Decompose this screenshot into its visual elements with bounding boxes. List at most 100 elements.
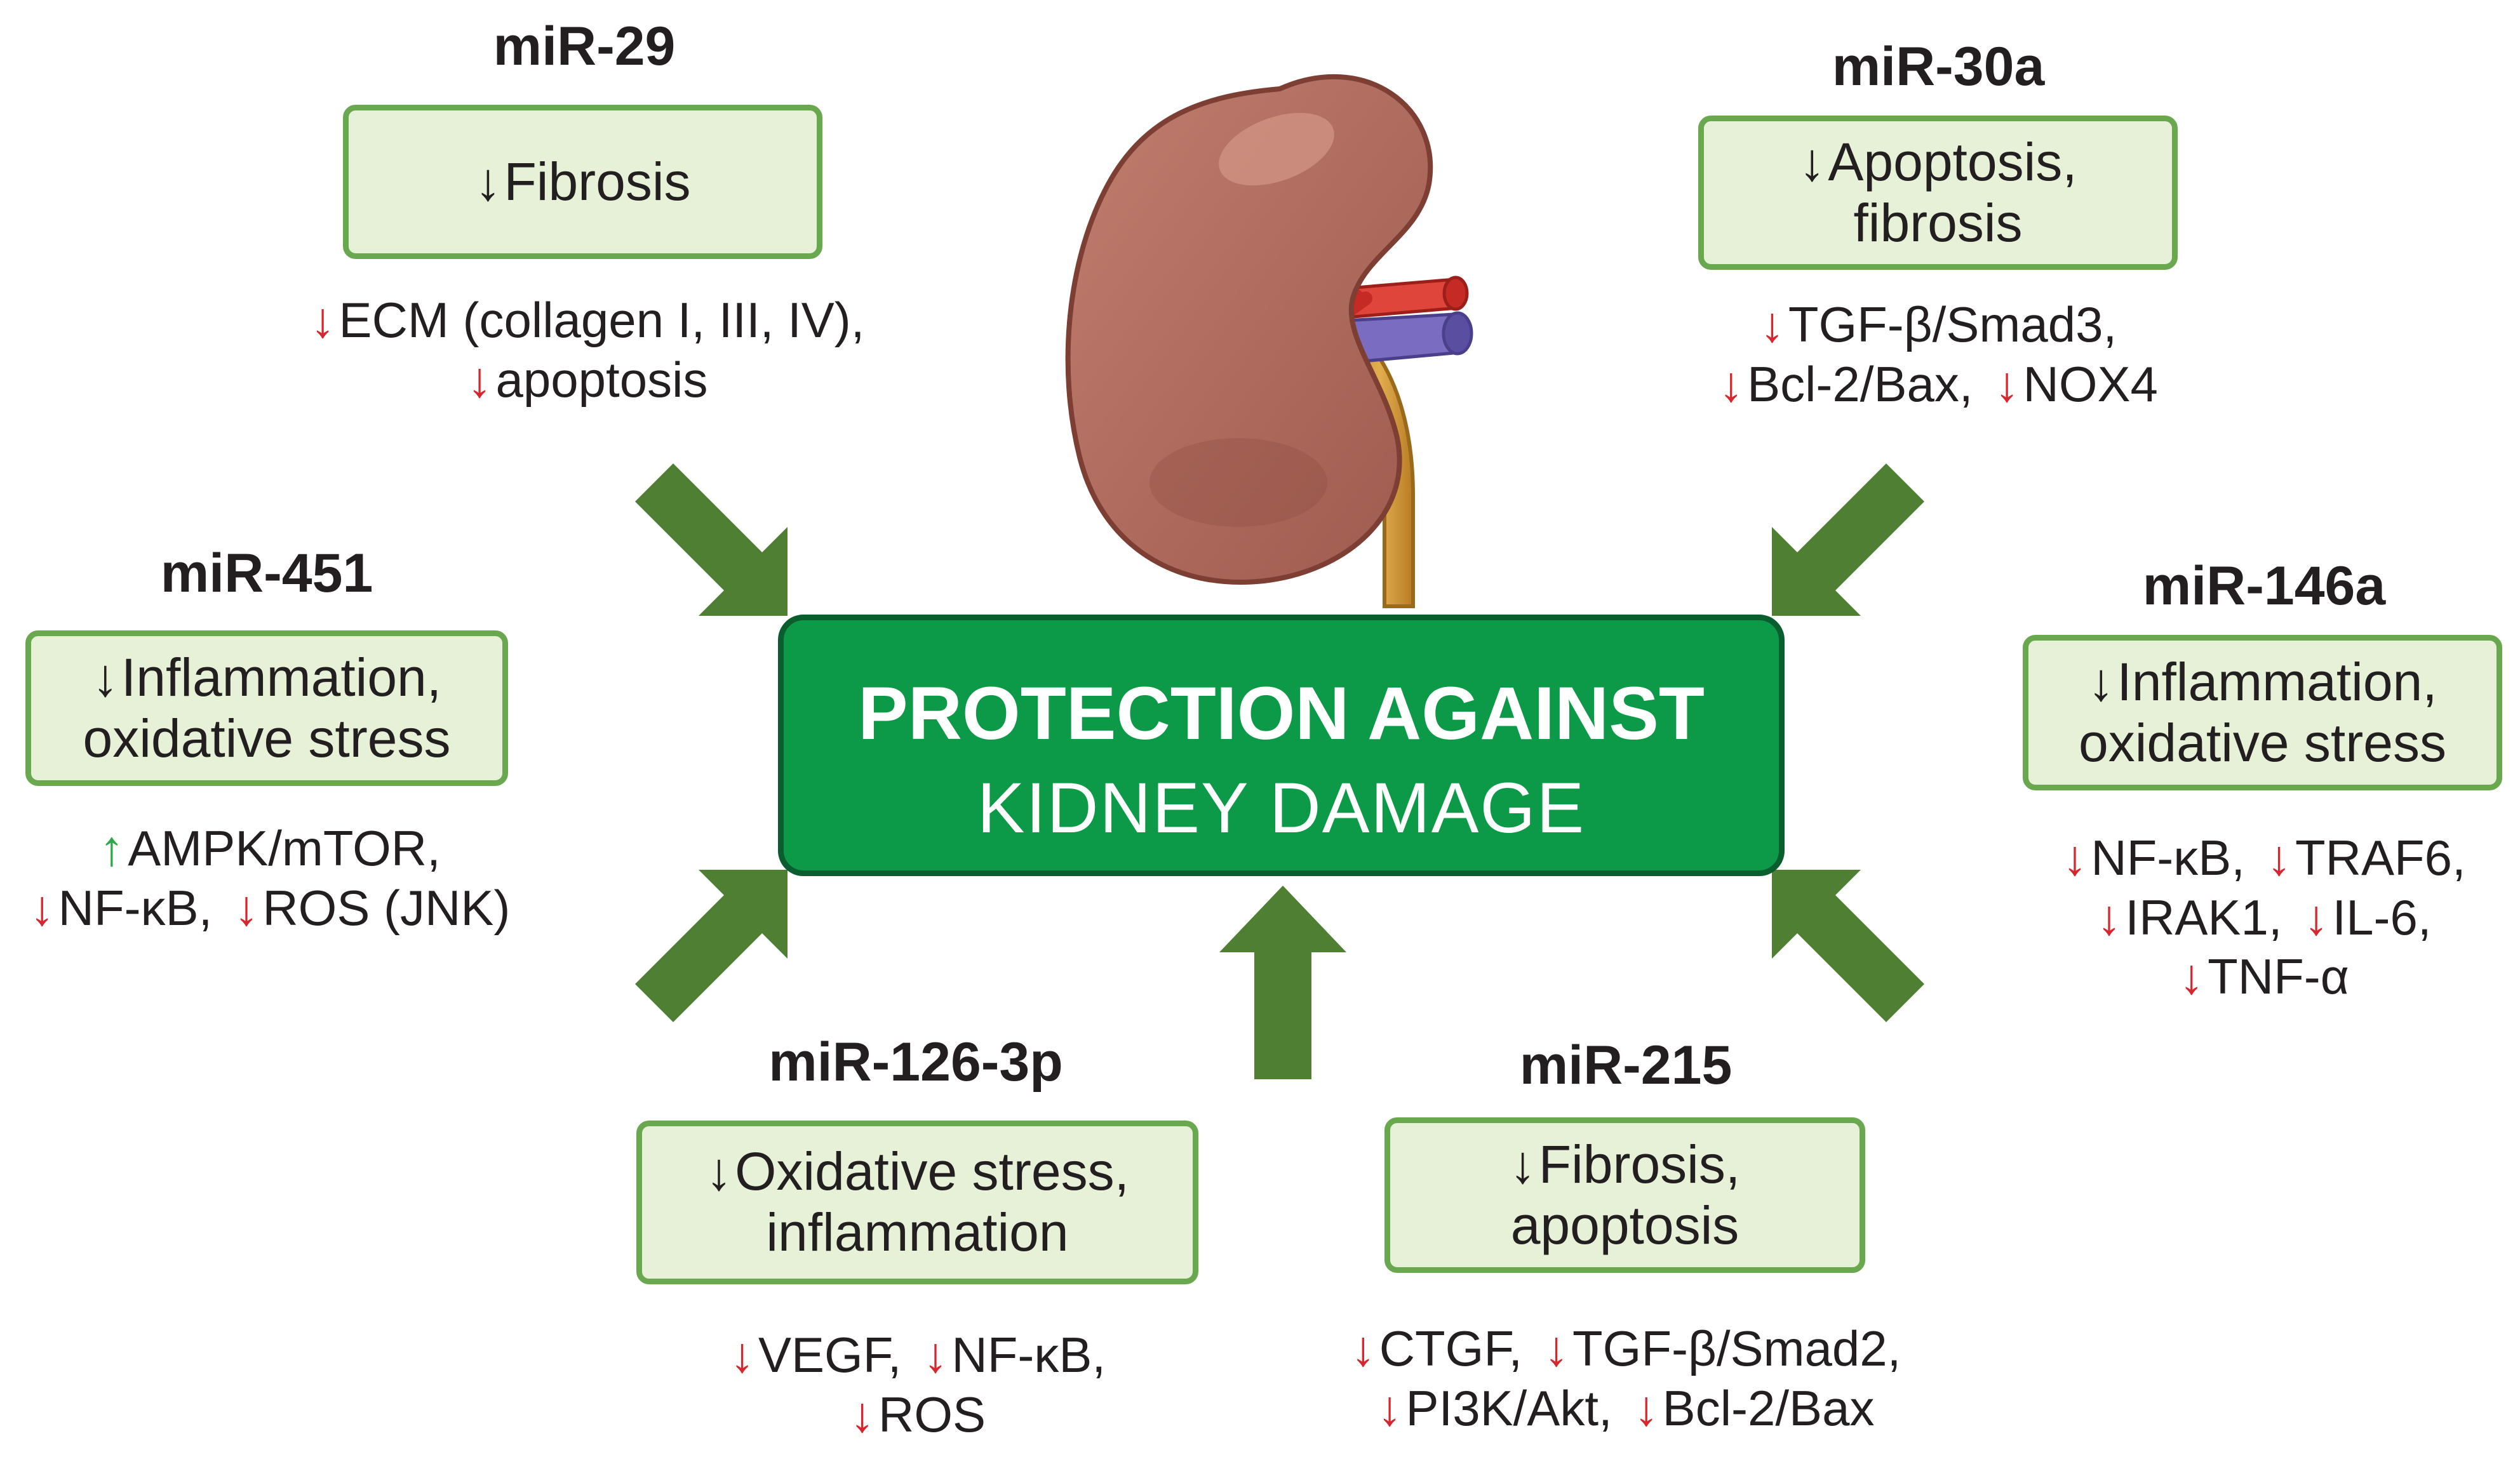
mir146a-effect-box: ↓Inflammation,oxidative stress [2023, 635, 2502, 790]
effect-text: oxidative stress [2079, 712, 2446, 773]
down-arrow-icon: ↓ [2088, 651, 2115, 712]
mir215-mechanisms: ↓CTGF,↓TGF-β/Smad2,↓PI3K/Akt,↓Bcl-2/Bax [1351, 1319, 1901, 1438]
mechanism-item: ↓ROS [850, 1385, 986, 1445]
down-arrow-icon: ↓ [310, 292, 335, 348]
mir215-title: miR-215 [1519, 1035, 1733, 1096]
mechanism-text: TNF-α [2208, 948, 2349, 1005]
mechanism-text: IL-6, [2332, 889, 2432, 945]
mechanism-item: ↓NOX4 [1995, 355, 2158, 415]
protection-title: PROTECTION AGAINST [858, 672, 1705, 755]
effect-text: inflammation [766, 1202, 1069, 1262]
down-arrow-icon: ↓ [2179, 948, 2204, 1005]
effect-text: Inflammation, [2117, 651, 2437, 712]
down-arrow-icon: ↓ [729, 1327, 754, 1383]
mir215-effect-box: ↓Fibrosis,apoptosis [1384, 1117, 1865, 1273]
down-arrow-icon: ↓ [1509, 1134, 1536, 1194]
down-arrow-icon: ↓ [2096, 889, 2122, 945]
mechanism-item: ↓ECM (collagen I, III, IV), [311, 291, 865, 350]
mechanism-item: ↓ROS (JNK) [234, 879, 510, 938]
mir146a-effect: ↓Inflammation,oxidative stress [2079, 652, 2446, 774]
mir29-effect-box: ↓Fibrosis [343, 105, 822, 259]
kidney-icon [1065, 74, 1473, 608]
mechanism-text: NF-κB, [951, 1327, 1106, 1383]
mir451-mechanisms: ↑AMPK/mTOR,↓NF-κB,↓ROS (JNK) [30, 819, 511, 938]
mechanism-line: ↓NF-κB,↓ROS (JNK) [30, 879, 511, 938]
mechanism-item: ↓CTGF, [1351, 1319, 1522, 1379]
effect-text: fibrosis [1853, 192, 2023, 253]
down-arrow-icon: ↓ [923, 1327, 948, 1383]
mir30a-title: miR-30a [1832, 36, 2045, 97]
mechanism-text: Bcl-2/Bax, [1747, 356, 1973, 412]
arrow-bottom-center [1219, 886, 1346, 1079]
effect-text: Fibrosis [504, 151, 691, 211]
mechanism-item: ↓TNF-α [2179, 947, 2349, 1007]
mechanism-item: ↓TGF-β/Smad2, [1544, 1319, 1901, 1379]
down-arrow-icon: ↓ [1759, 296, 1785, 352]
down-arrow-icon: ↓ [1994, 356, 2020, 412]
mechanism-text: PI3K/Akt, [1405, 1380, 1612, 1436]
mir215-effect: ↓Fibrosis,apoptosis [1510, 1135, 1740, 1256]
mir126-effect-box: ↓Oxidative stress,inflammation [636, 1121, 1198, 1284]
mir29-mechanisms: ↓ECM (collagen I, III, IV),↓apoptosis [311, 291, 865, 409]
mir126-mechanisms: ↓VEGF,↓NF-κB,↓ROS [730, 1326, 1106, 1444]
mir30a-mechanisms: ↓TGF-β/Smad3,↓Bcl-2/Bax,↓NOX4 [1719, 295, 2158, 414]
arrow-top-right [1772, 463, 1924, 616]
effect-text: Inflammation, [121, 647, 442, 707]
mechanism-line: ↓CTGF,↓TGF-β/Smad2, [1351, 1319, 1901, 1379]
up-arrow-icon: ↑ [99, 820, 124, 876]
down-arrow-icon: ↓ [849, 1386, 875, 1442]
down-arrow-icon: ↓ [1799, 131, 1826, 192]
down-arrow-icon: ↓ [1633, 1380, 1659, 1436]
down-arrow-icon: ↓ [2062, 830, 2088, 886]
mir29-title: miR-29 [493, 16, 676, 77]
mechanism-line: ↓apoptosis [311, 350, 865, 410]
mechanism-line: ↑AMPK/mTOR, [30, 819, 511, 879]
mechanism-item: ↓apoptosis [467, 350, 708, 410]
mechanism-item: ↓Bcl-2/Bax, [1719, 355, 1973, 415]
down-arrow-icon: ↓ [467, 351, 492, 408]
mechanism-text: CTGF, [1379, 1321, 1523, 1376]
arrow-top-left [635, 463, 788, 616]
mir451-effect-box: ↓Inflammation,oxidative stress [25, 630, 508, 786]
mechanism-line: ↓IRAK1,↓IL-6, [2062, 888, 2465, 948]
mechanism-item: ↓NF-κB, [923, 1326, 1106, 1385]
mechanism-text: ROS [878, 1386, 986, 1442]
arrow-bottom-left [635, 870, 788, 1022]
mechanism-line: ↓NF-κB, ↓TRAF6, [2062, 828, 2465, 888]
arrow-bottom-right [1772, 870, 1924, 1022]
down-arrow-icon: ↓ [1377, 1380, 1402, 1436]
mechanism-item: ↓TRAF6, [2267, 828, 2466, 888]
mechanism-item: ↓IL-6, [2304, 888, 2432, 948]
down-arrow-icon: ↓ [1544, 1321, 1569, 1376]
down-arrow-icon: ↓ [2303, 889, 2329, 945]
mechanism-line: ↓Bcl-2/Bax,↓NOX4 [1719, 355, 2158, 415]
mechanism-text: Bcl-2/Bax [1662, 1380, 1875, 1436]
mechanism-text: AMPK/mTOR, [128, 820, 441, 876]
mechanism-text: NF-κB, [2091, 830, 2245, 886]
mir126-title: miR-126-3p [768, 1032, 1063, 1093]
mechanism-item: ↓NF-κB, [30, 879, 213, 938]
mir146a-title: miR-146a [2142, 556, 2386, 616]
mechanism-text: TGF-β/Smad2, [1572, 1321, 1901, 1376]
mechanism-item: ↓NF-κB, [2062, 828, 2245, 888]
effect-text: Oxidative stress, [735, 1141, 1129, 1202]
mir146a-mechanisms: ↓NF-κB,↓TRAF6,↓IRAK1,↓IL-6,↓TNF-α [2062, 828, 2465, 1007]
mechanism-line: ↓TGF-β/Smad3, [1719, 295, 2158, 355]
down-arrow-icon: ↓ [1719, 356, 1744, 412]
down-arrow-icon: ↓ [234, 879, 259, 936]
mir126-effect: ↓Oxidative stress,inflammation [706, 1141, 1129, 1263]
mechanism-text: VEGF, [758, 1327, 902, 1383]
mir451-title: miR-451 [160, 543, 373, 604]
mechanism-text: ROS (JNK) [262, 879, 511, 936]
mechanism-line: ↓ECM (collagen I, III, IV), [311, 291, 865, 350]
mir30a-effect-box: ↓Apoptosis,fibrosis [1698, 116, 2178, 270]
down-arrow-icon: ↓ [29, 879, 55, 936]
down-arrow-icon: ↓ [474, 151, 502, 211]
mir30a-effect: ↓Apoptosis,fibrosis [1799, 132, 2077, 254]
mechanism-text: apoptosis [495, 351, 708, 408]
mechanism-item: ↓PI3K/Akt, [1377, 1379, 1612, 1439]
mir29-effect: ↓Fibrosis [474, 152, 690, 213]
mechanism-item: ↑AMPK/mTOR, [99, 819, 441, 879]
mechanism-text: NF-κB, [58, 879, 213, 936]
